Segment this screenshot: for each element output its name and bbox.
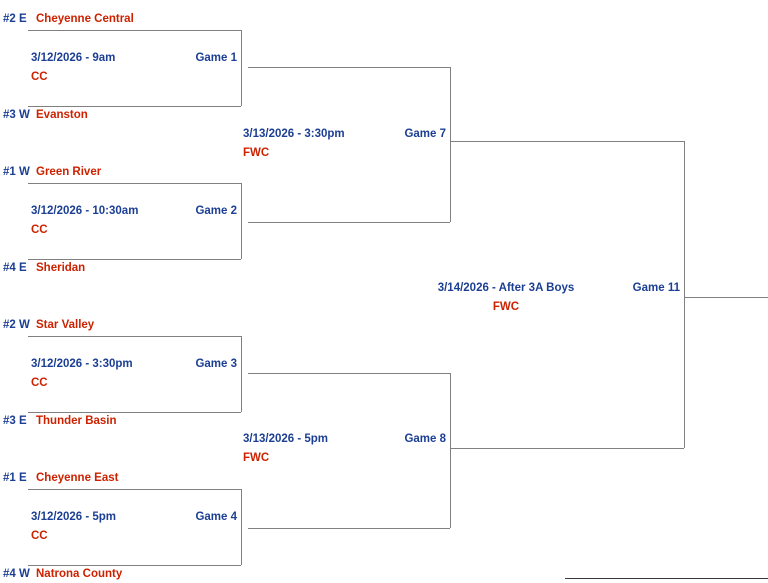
game-venue: FWC [243,452,270,464]
game-datetime: 3/12/2026 - 5pm [31,511,117,523]
seed-label: #4 E [3,262,27,274]
bracket-line-vertical [450,67,451,222]
game-label[interactable]: Game 11 [632,282,680,294]
seed-label: #3 W [3,109,30,121]
seed-label: #1 W [3,166,30,178]
team-name[interactable]: Evanston [36,109,88,121]
bracket-line-top [248,373,450,374]
game-venue: CC [31,530,48,542]
team-name[interactable]: Thunder Basin [36,415,117,427]
bracket-line-bottom [28,106,241,107]
bracket-line-bottom-right [565,578,768,579]
bracket-line-top [28,336,241,337]
bracket-line-vertical [241,183,242,259]
game-label[interactable]: Game 4 [195,511,237,523]
game-label[interactable]: Game 1 [195,52,237,64]
game-datetime: 3/12/2026 - 9am [31,52,116,64]
team-name[interactable]: Sheridan [36,262,86,274]
game-datetime: 3/14/2026 - After 3A Boys [437,282,575,294]
bracket-line-bottom [450,448,684,449]
bracket-line-vertical [241,30,242,106]
team-name[interactable]: Green River [36,166,102,178]
bracket-line-vertical [241,336,242,412]
seed-label: #4 W [3,568,30,580]
seed-label: #2 W [3,319,30,331]
game-venue: CC [31,224,48,236]
champion-connector-line [684,297,768,298]
game-venue: CC [31,71,48,83]
bracket-line-top [450,141,684,142]
game-datetime: 3/13/2026 - 5pm [243,433,329,445]
seed-label: #3 E [3,415,27,427]
bracket-line-top [28,489,241,490]
bracket-line-vertical [450,373,451,528]
game-label[interactable]: Game 7 [404,128,446,140]
bracket-line-bottom [28,412,241,413]
bracket-line-bottom [248,222,450,223]
team-name[interactable]: Star Valley [36,319,95,331]
team-name[interactable]: Natrona County [36,568,123,580]
bracket-line-top [248,67,450,68]
bracket-line-top [28,30,241,31]
bracket-line-bottom [28,259,241,260]
bracket-line-vertical [241,489,242,565]
bracket-line-bottom [248,528,450,529]
game-datetime: 3/12/2026 - 10:30am [31,205,139,217]
game-datetime: 3/13/2026 - 3:30pm [243,128,345,140]
seed-label: #1 E [3,472,27,484]
game-label[interactable]: Game 3 [195,358,237,370]
game-datetime: 3/12/2026 - 3:30pm [31,358,133,370]
game-venue: FWC [492,301,520,313]
game-label[interactable]: Game 2 [195,205,237,217]
seed-label: #2 E [3,13,27,25]
bracket-line-top [28,183,241,184]
game-label[interactable]: Game 8 [404,433,446,445]
bracket-line-vertical [684,141,685,448]
bracket-line-bottom [28,565,241,566]
game-venue: FWC [243,147,270,159]
team-name[interactable]: Cheyenne East [36,472,119,484]
team-name[interactable]: Cheyenne Central [36,13,134,25]
game-venue: CC [31,377,48,389]
